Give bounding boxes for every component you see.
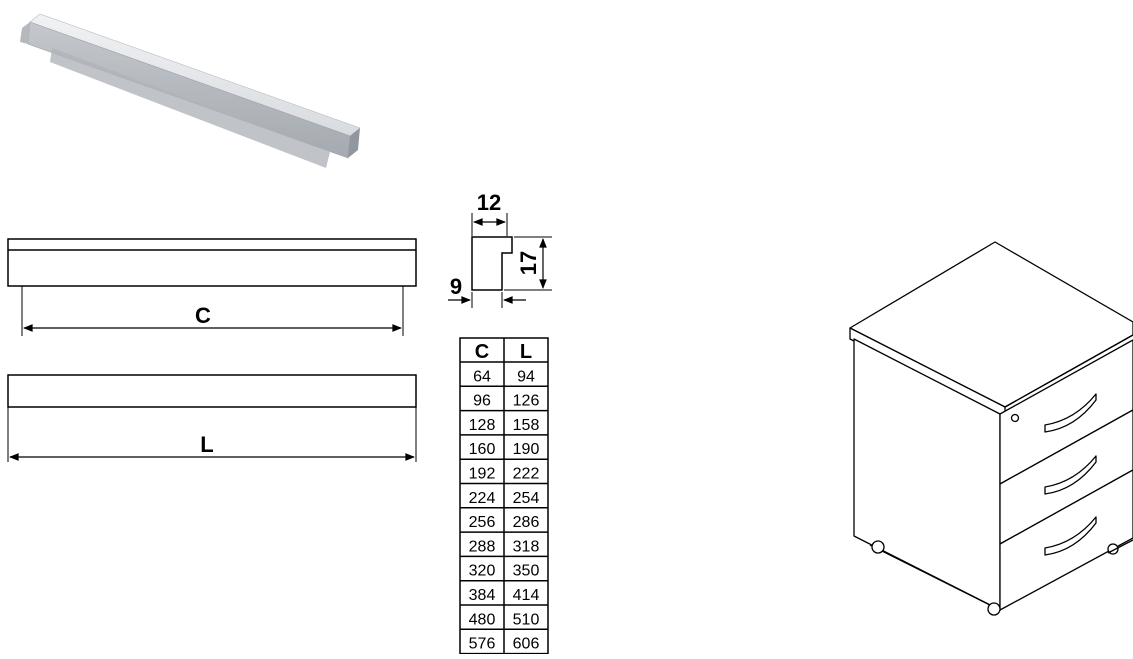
profile-height-label: 17 (516, 251, 541, 275)
table-cell-c: 224 (469, 490, 496, 507)
side-view-c (7, 238, 417, 336)
front-view-l (7, 374, 417, 462)
table-cell-l: 606 (513, 636, 540, 653)
table-cell-c: 160 (469, 441, 496, 458)
profile-section (448, 213, 552, 308)
table-cell-c: 320 (469, 563, 496, 580)
table-cell-c: 480 (469, 611, 496, 628)
table-cell-l: 254 (513, 490, 540, 507)
table-cell-l: 94 (517, 368, 535, 385)
table-cell-c: 384 (469, 587, 496, 604)
table-cell-c: 64 (473, 368, 491, 385)
table-cell-l: 318 (513, 538, 540, 555)
table-header-c: C (475, 341, 489, 363)
profile-lip-label: 9 (450, 274, 462, 299)
table-cell-l: 190 (513, 441, 540, 458)
table-cell-l: 350 (513, 563, 540, 580)
drawer-pedestal-illustration (849, 241, 1133, 616)
table-cell-c: 288 (469, 538, 496, 555)
table-cell-l: 414 (513, 587, 540, 604)
table-cell-l: 126 (513, 393, 540, 410)
table-cell-l: 222 (513, 466, 540, 483)
table-cell-c: 128 (469, 417, 496, 434)
l-dimension-label: L (200, 432, 213, 457)
dimension-table: C L 64 94 96 126 128 158 160 190 192 222 224 254 256… (459, 337, 549, 655)
table-cell-c: 96 (473, 393, 491, 410)
table-cell-c: 576 (469, 636, 496, 653)
table-cell-l: 510 (513, 611, 540, 628)
profile-width-label: 12 (477, 190, 501, 215)
table-header-l: L (520, 341, 532, 363)
table-cell-l: 158 (513, 417, 540, 434)
handle-3d-render (20, 13, 361, 168)
table-cell-c: 192 (469, 466, 496, 483)
table-cell-l: 286 (513, 514, 540, 531)
c-dimension-label: C (195, 303, 211, 328)
table-cell-c: 256 (469, 514, 496, 531)
